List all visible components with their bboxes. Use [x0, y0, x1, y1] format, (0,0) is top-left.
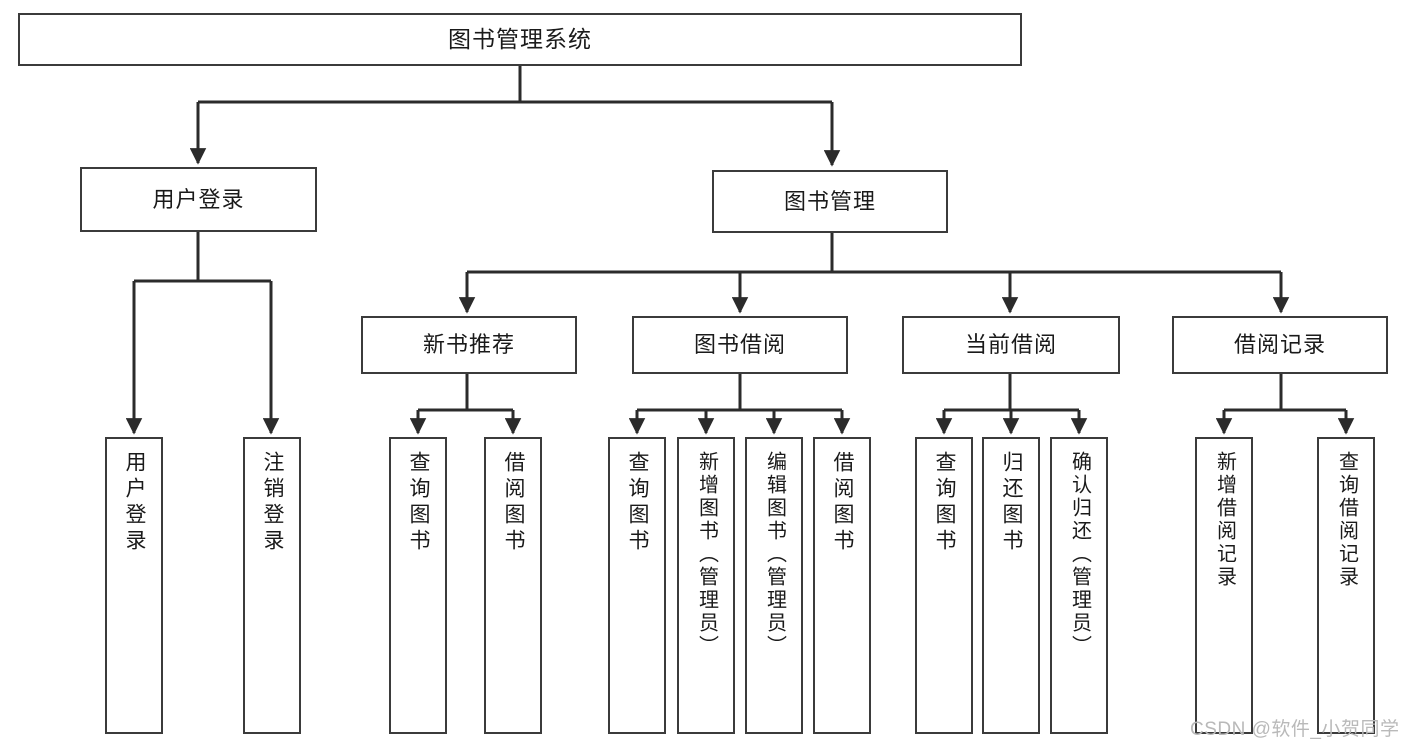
- node-leaf-add-book[interactable]: 新增图书（管理员）: [677, 437, 735, 734]
- node-leaf-return-book[interactable]: 归还图书: [982, 437, 1040, 734]
- node-leaf-add-borrow-record-label: 新增借阅记录: [1213, 451, 1236, 589]
- node-leaf-query-book-1[interactable]: 查询图书: [389, 437, 447, 734]
- node-leaf-user-login[interactable]: 用户登录: [105, 437, 163, 734]
- node-leaf-logout-login-label: 注销登录: [261, 451, 285, 555]
- node-leaf-edit-book[interactable]: 编辑图书（管理员）: [745, 437, 803, 734]
- node-user-login[interactable]: 用户登录: [80, 167, 317, 232]
- node-root-book-management-system[interactable]: 图书管理系统: [18, 13, 1022, 66]
- node-leaf-add-borrow-record[interactable]: 新增借阅记录: [1195, 437, 1253, 734]
- node-leaf-logout-login[interactable]: 注销登录: [243, 437, 301, 734]
- node-borrow-record[interactable]: 借阅记录: [1172, 316, 1388, 374]
- node-root-label: 图书管理系统: [448, 25, 592, 52]
- node-current-borrow-label: 当前借阅: [964, 332, 1057, 358]
- node-leaf-confirm-return[interactable]: 确认归还（管理员）: [1050, 437, 1108, 734]
- node-book-management[interactable]: 图书管理: [712, 170, 948, 233]
- node-leaf-return-book-label: 归还图书: [1000, 451, 1024, 555]
- node-new-book-recommend[interactable]: 新书推荐: [361, 316, 577, 374]
- node-borrow-record-label: 借阅记录: [1233, 332, 1326, 358]
- node-leaf-query-book-2-label: 查询图书: [626, 451, 650, 555]
- node-leaf-query-book-2[interactable]: 查询图书: [608, 437, 666, 734]
- node-book-borrow-label: 图书借阅: [693, 332, 786, 358]
- node-leaf-user-login-label: 用户登录: [123, 451, 147, 555]
- node-leaf-edit-book-label: 编辑图书（管理员）: [763, 451, 786, 658]
- node-leaf-query-borrow-record[interactable]: 查询借阅记录: [1317, 437, 1375, 734]
- node-new-book-recommend-label: 新书推荐: [422, 332, 515, 358]
- node-leaf-confirm-return-label: 确认归还（管理员）: [1068, 451, 1091, 658]
- node-user-login-label: 用户登录: [152, 186, 245, 212]
- node-leaf-borrow-book-2-label: 借阅图书: [831, 451, 855, 555]
- node-current-borrow[interactable]: 当前借阅: [902, 316, 1120, 374]
- node-leaf-query-book-3-label: 查询图书: [933, 451, 957, 555]
- csdn-watermark: CSDN @软件_小贺同学: [1190, 719, 1400, 740]
- node-leaf-borrow-book-1-label: 借阅图书: [502, 451, 526, 555]
- node-book-management-label: 图书管理: [783, 188, 876, 214]
- node-leaf-query-borrow-record-label: 查询借阅记录: [1335, 451, 1358, 589]
- node-leaf-add-book-label: 新增图书（管理员）: [695, 451, 718, 658]
- node-leaf-query-book-1-label: 查询图书: [407, 451, 431, 555]
- node-leaf-borrow-book-2[interactable]: 借阅图书: [813, 437, 871, 734]
- node-leaf-borrow-book-1[interactable]: 借阅图书: [484, 437, 542, 734]
- node-book-borrow[interactable]: 图书借阅: [632, 316, 848, 374]
- node-leaf-query-book-3[interactable]: 查询图书: [915, 437, 973, 734]
